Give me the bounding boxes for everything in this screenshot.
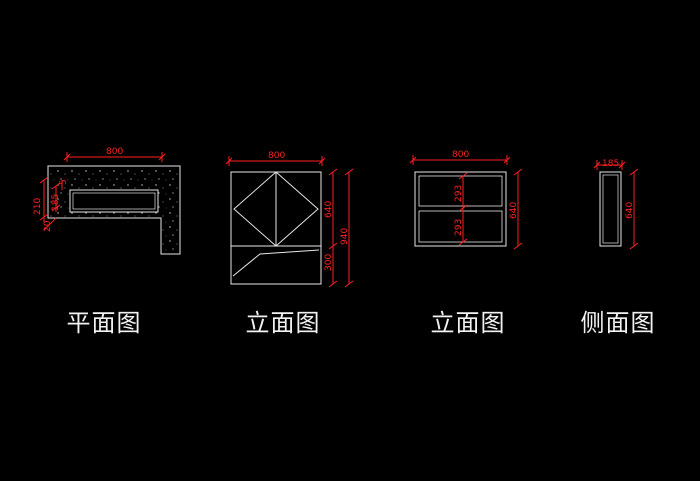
front-view-caption: 立面图 (245, 309, 321, 337)
side-depth-dimension (593, 160, 626, 170)
front-total-label: 940 (340, 228, 350, 245)
shelf-height-dimension (513, 168, 523, 250)
shelf-inner-dimensions (458, 172, 468, 246)
plan-width-label: 800 (106, 147, 123, 157)
plan-depth-dimensions (39, 176, 63, 231)
shelf-bottom-label: 293 (454, 219, 464, 236)
plan-inner-opening (69, 189, 159, 213)
front-upper-label: 640 (324, 201, 334, 218)
plan-depth1-label: 210 (33, 198, 43, 215)
front-width-label: 800 (268, 151, 285, 161)
plan-view: 800 210 185 5 20 (33, 147, 181, 255)
shelf-height-label: 640 (509, 202, 519, 219)
side-height-dimension (629, 168, 639, 250)
front-height-dimensions (328, 168, 354, 288)
plan-width-dimension (63, 152, 166, 162)
shelf-width-dimension (409, 155, 511, 165)
side-view-caption: 侧面图 (580, 309, 656, 337)
side-height-label: 640 (625, 202, 635, 219)
plan-inner-label: 5 (59, 179, 69, 185)
shelf-view-caption: 立面图 (430, 309, 506, 337)
shelf-width-label: 800 (452, 150, 469, 160)
side-frame (599, 171, 622, 247)
plan-depth2-label: 185 (51, 194, 61, 211)
front-lower-label: 300 (324, 254, 334, 271)
side-depth-label: 185 (602, 159, 619, 169)
plan-view-caption: 平面图 (66, 309, 142, 337)
shelf-elevation-view: 800 293 293 640 (409, 150, 523, 250)
shelf-top-label: 293 (454, 185, 464, 202)
side-view: 185 640 (593, 159, 639, 250)
front-width-dimension (225, 156, 326, 166)
plan-edge-label: 20 (43, 220, 53, 232)
front-elevation-view: 800 640 300 940 (225, 151, 354, 288)
shelf-frame (414, 171, 507, 247)
